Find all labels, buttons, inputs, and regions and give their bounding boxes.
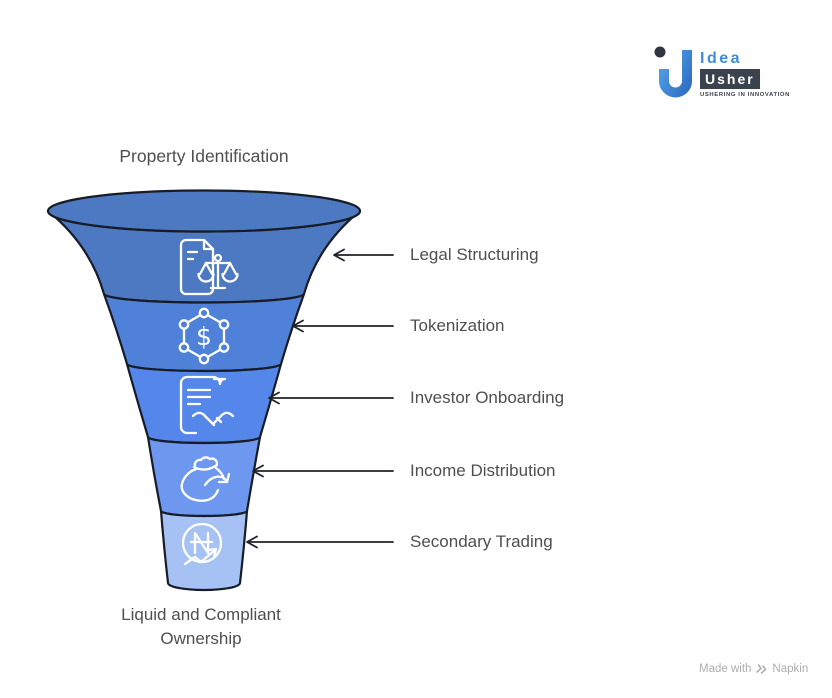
logo-usher-text: Usher [700,69,760,89]
napkin-credit: Made with Napkin [699,662,808,675]
funnel-top-opening [46,189,362,233]
idea-usher-u-icon [654,46,692,98]
money-bag-arrow-icon [180,456,231,502]
stage-label-tokenization: Tokenization [410,316,505,335]
funnel-bands [46,189,362,592]
arrow-income-distribution [252,464,394,478]
contract-handshake-icon [179,375,235,435]
idea-usher-logo: Idea Usher USHERING IN INNOVATION [650,44,790,102]
napkin-chevrons-icon [756,664,767,674]
funnel-outcome-label: Liquid and Compliant Ownership [121,605,281,648]
logo-tagline: USHERING IN INNOVATION [700,92,791,98]
arrow-legal-structuring [333,248,394,262]
dollar-glyph: $ [196,322,212,351]
idea-usher-wordmark: Idea Usher USHERING IN INNOVATION [700,44,790,102]
funnel-stage-4-band [146,435,262,518]
arrow-investor-onboarding [268,391,394,405]
napkin-brand-text: Napkin [772,662,809,675]
document-scales-icon [179,238,239,296]
stage-arrows [246,248,394,549]
arrow-tokenization [292,319,394,333]
stage-label-secondary-trading: Secondary Trading [410,532,553,551]
stage-label-investor-onboarding: Investor Onboarding [410,388,565,407]
hexagon-dollar-token-icon: $ [178,307,230,365]
logo-idea-text: Idea [700,50,743,67]
stage-label-income-distribution: Income Distribution [410,461,556,480]
made-with-text: Made with [699,662,752,675]
naira-trend-chart-icon [181,522,223,566]
stage-icons: $ [178,238,239,566]
stage-label-legal-structuring: Legal Structuring [410,245,539,264]
arrow-secondary-trading [246,535,394,549]
funnel-stage-5-band [159,509,249,592]
funnel-input-label: Property Identification [119,146,289,166]
